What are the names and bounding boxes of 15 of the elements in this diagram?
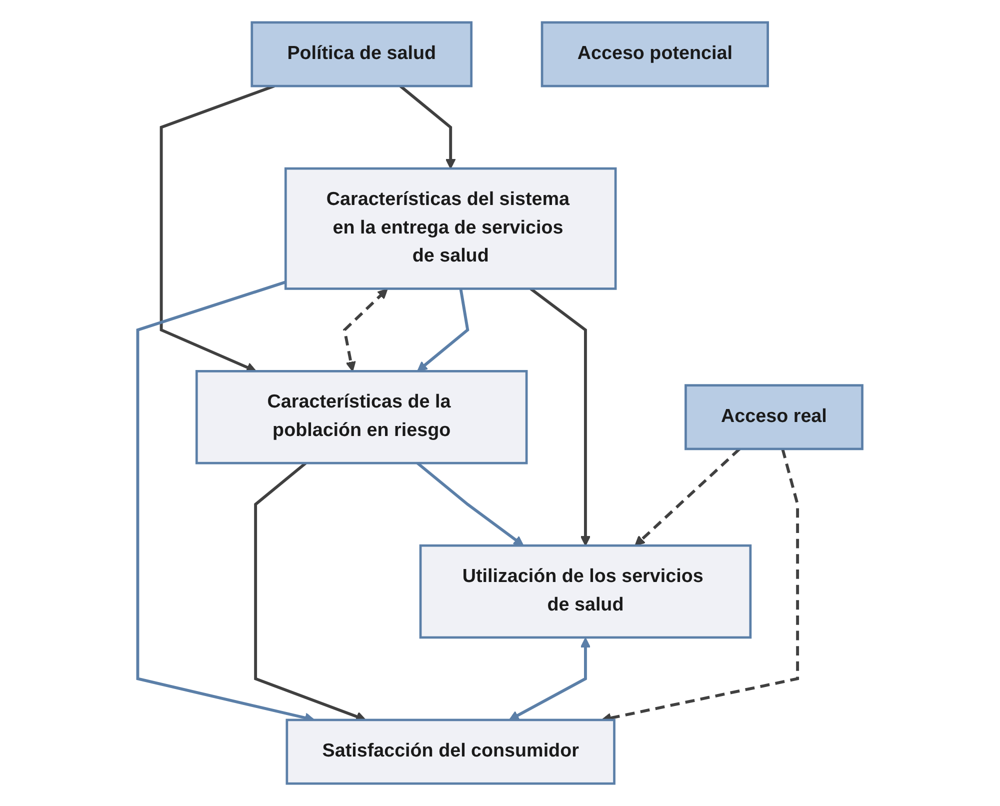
arrow [508, 637, 591, 720]
node-box: Características del sistema en la entrega de servicios de salud [284, 167, 617, 290]
arrow [530, 288, 591, 546]
arrow [160, 84, 275, 372]
arrow [634, 448, 741, 546]
arrow [417, 288, 470, 372]
node-box: Acceso potencial [540, 21, 769, 88]
arrow [254, 462, 366, 722]
node-box: Política de salud [250, 21, 473, 88]
node-box: Acceso real [684, 384, 864, 450]
arrow [342, 288, 388, 372]
node-box: Utilización de los servicios de salud [419, 544, 752, 639]
arrow [399, 84, 456, 169]
node-box: Características de la población en riesgo [195, 370, 528, 464]
node-box: Satisfacción del consumidor [286, 718, 616, 785]
